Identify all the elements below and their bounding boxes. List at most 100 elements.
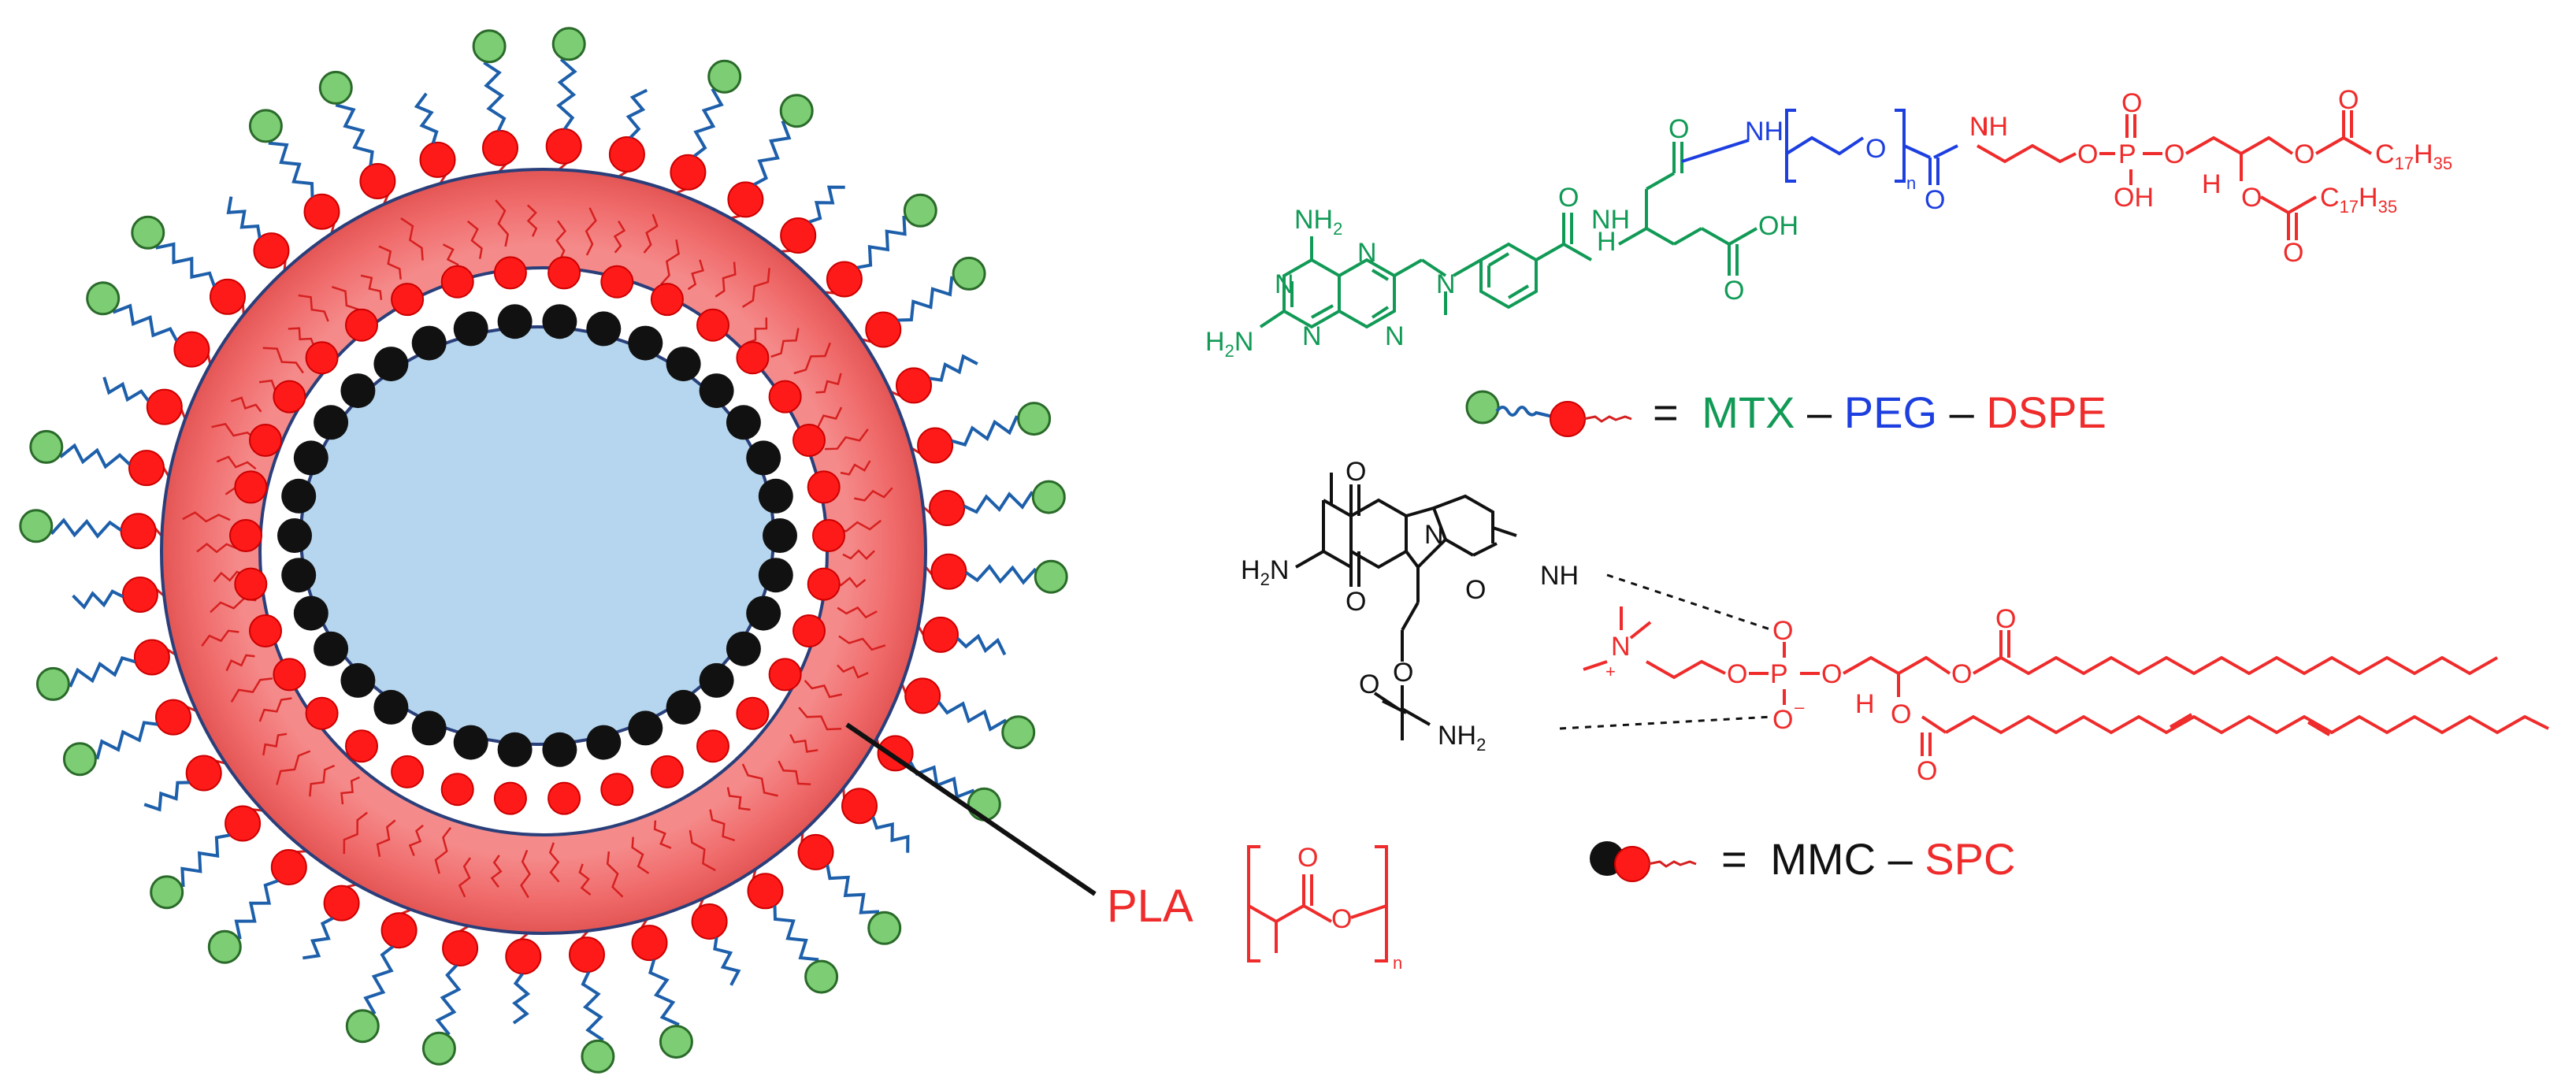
outer-lipid-head (323, 885, 360, 922)
peg-ether-o: O (1865, 134, 1886, 164)
inner-spc-head (736, 341, 770, 375)
peg-chain (937, 701, 1008, 732)
pla-chain (838, 635, 886, 651)
pla-chain (804, 680, 842, 699)
pla-chain (378, 245, 402, 280)
outer-lipid-head (930, 553, 967, 590)
peg-chain (648, 959, 680, 1026)
peg-chain (59, 443, 131, 469)
peg-chain (155, 242, 216, 287)
spc-structure: N + O P O O – O H O O O O (1583, 604, 2549, 786)
pla-chain (466, 220, 483, 259)
pla-chain (408, 824, 424, 856)
pla-pointer-line (845, 722, 1097, 896)
mmc-head (314, 631, 349, 666)
mmc-head (373, 689, 409, 725)
inner-spc-head (229, 519, 262, 552)
mmc-o-bottom: O (1346, 587, 1366, 617)
pla-chain (746, 317, 768, 344)
peg-chain (581, 971, 604, 1042)
mtx-ligand-head (903, 193, 937, 228)
mtx-ligand-head (248, 109, 283, 143)
mmc-head (281, 478, 317, 514)
pla-chain (837, 664, 869, 679)
pla-chain (201, 629, 239, 647)
mmc-head (314, 405, 349, 440)
mmc-carbamate-o2: O (1359, 669, 1379, 699)
mtx-ligand-head (1034, 559, 1068, 594)
pla-chain (798, 707, 842, 731)
legend-dspe-head (1550, 401, 1586, 437)
pla-chain (815, 373, 842, 394)
pla-chain (741, 763, 778, 797)
peg-chain (50, 517, 122, 539)
peg-n-subscript: n (1906, 173, 1916, 193)
mtx-n2: N (1302, 321, 1322, 351)
legend1-dash1: – (1807, 388, 1832, 437)
mtx-h2n-left: H2N (1205, 327, 1253, 361)
mtx-n3: N (1357, 238, 1377, 268)
mmc-head (758, 478, 793, 514)
dspe-o3: O (2294, 139, 2314, 169)
pla-chain (262, 733, 288, 756)
peg-chain (226, 196, 262, 239)
inner-spc-head (792, 614, 826, 647)
mmc-head (726, 631, 761, 666)
outer-lipid-head (128, 450, 165, 487)
outer-lipid-head (841, 788, 878, 825)
peg-chain (180, 833, 231, 888)
mmc-head (666, 689, 701, 725)
outer-lipid-head (505, 938, 542, 975)
mtx-ligand-head (131, 215, 165, 250)
inner-spc-head (736, 696, 770, 730)
mtx-carbonyl-o: O (1558, 183, 1579, 213)
mmc-head (586, 311, 622, 347)
inner-spc-head (391, 283, 425, 317)
inner-spc-head (600, 773, 634, 807)
peg-chain (143, 781, 190, 812)
pla-structure (1247, 845, 1388, 962)
pla-chain (526, 204, 538, 237)
pla-ester-o: O (1331, 904, 1352, 934)
outer-lipid-head (631, 925, 668, 962)
peg-chain (112, 303, 179, 342)
dspe-o1: O (2077, 139, 2098, 169)
outer-lipid-head (185, 755, 222, 792)
spc-o2: O (1821, 659, 1842, 689)
peg-chain (234, 879, 279, 940)
inner-spc-head (768, 380, 802, 414)
pla-chain (606, 851, 624, 898)
peg-chain (871, 816, 910, 853)
peg-chain (856, 215, 907, 269)
dspe-nh: NH (1969, 112, 2008, 142)
pla-chain (495, 199, 510, 247)
pla-chain (613, 220, 626, 254)
pla-chain (789, 733, 818, 753)
outer-lipid-head (303, 193, 340, 230)
spc-o1: O (1727, 659, 1747, 689)
outer-lipid-head (727, 181, 764, 218)
pla-chain (434, 826, 452, 874)
mmc-head (726, 405, 761, 440)
pla-chain (343, 811, 368, 855)
pla-chain (842, 549, 875, 560)
pla-carbonyl-o: O (1297, 843, 1318, 873)
mtx-ligand-head (659, 1025, 693, 1059)
pla-chain (262, 347, 304, 374)
pla-chain (793, 342, 831, 375)
inner-spc-head (807, 470, 841, 504)
inner-spc-head (493, 781, 527, 815)
mmc-head (628, 710, 663, 746)
mtx-ligand-head (867, 911, 902, 945)
outer-lipid-head (442, 930, 479, 966)
pla-chain (458, 857, 472, 898)
peg-chain (483, 61, 507, 132)
dspe-o2: O (2164, 139, 2184, 169)
pla-label: PLA (1107, 881, 1193, 932)
legend-dspe-tail (1583, 415, 1632, 423)
mmc-head (293, 595, 328, 631)
mtx-ligand-head (29, 429, 64, 464)
dspe-p: P (2118, 139, 2136, 169)
peg-chain (965, 564, 1037, 585)
